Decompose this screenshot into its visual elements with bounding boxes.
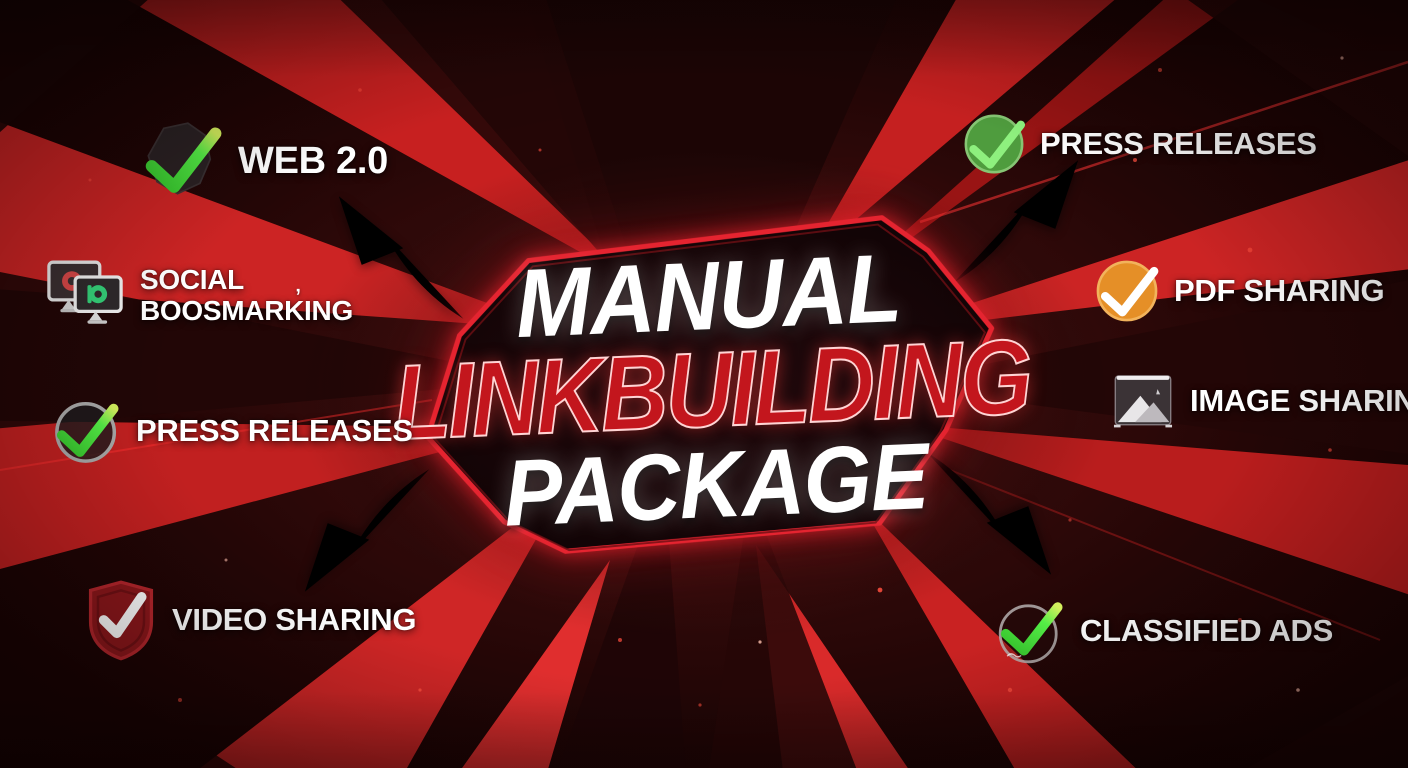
promo-banner-graphic: MANUAL LINKBUILDING PACKAGE WEB 2.0 SOCI… bbox=[0, 0, 1408, 768]
vignette-overlay bbox=[0, 0, 1408, 768]
